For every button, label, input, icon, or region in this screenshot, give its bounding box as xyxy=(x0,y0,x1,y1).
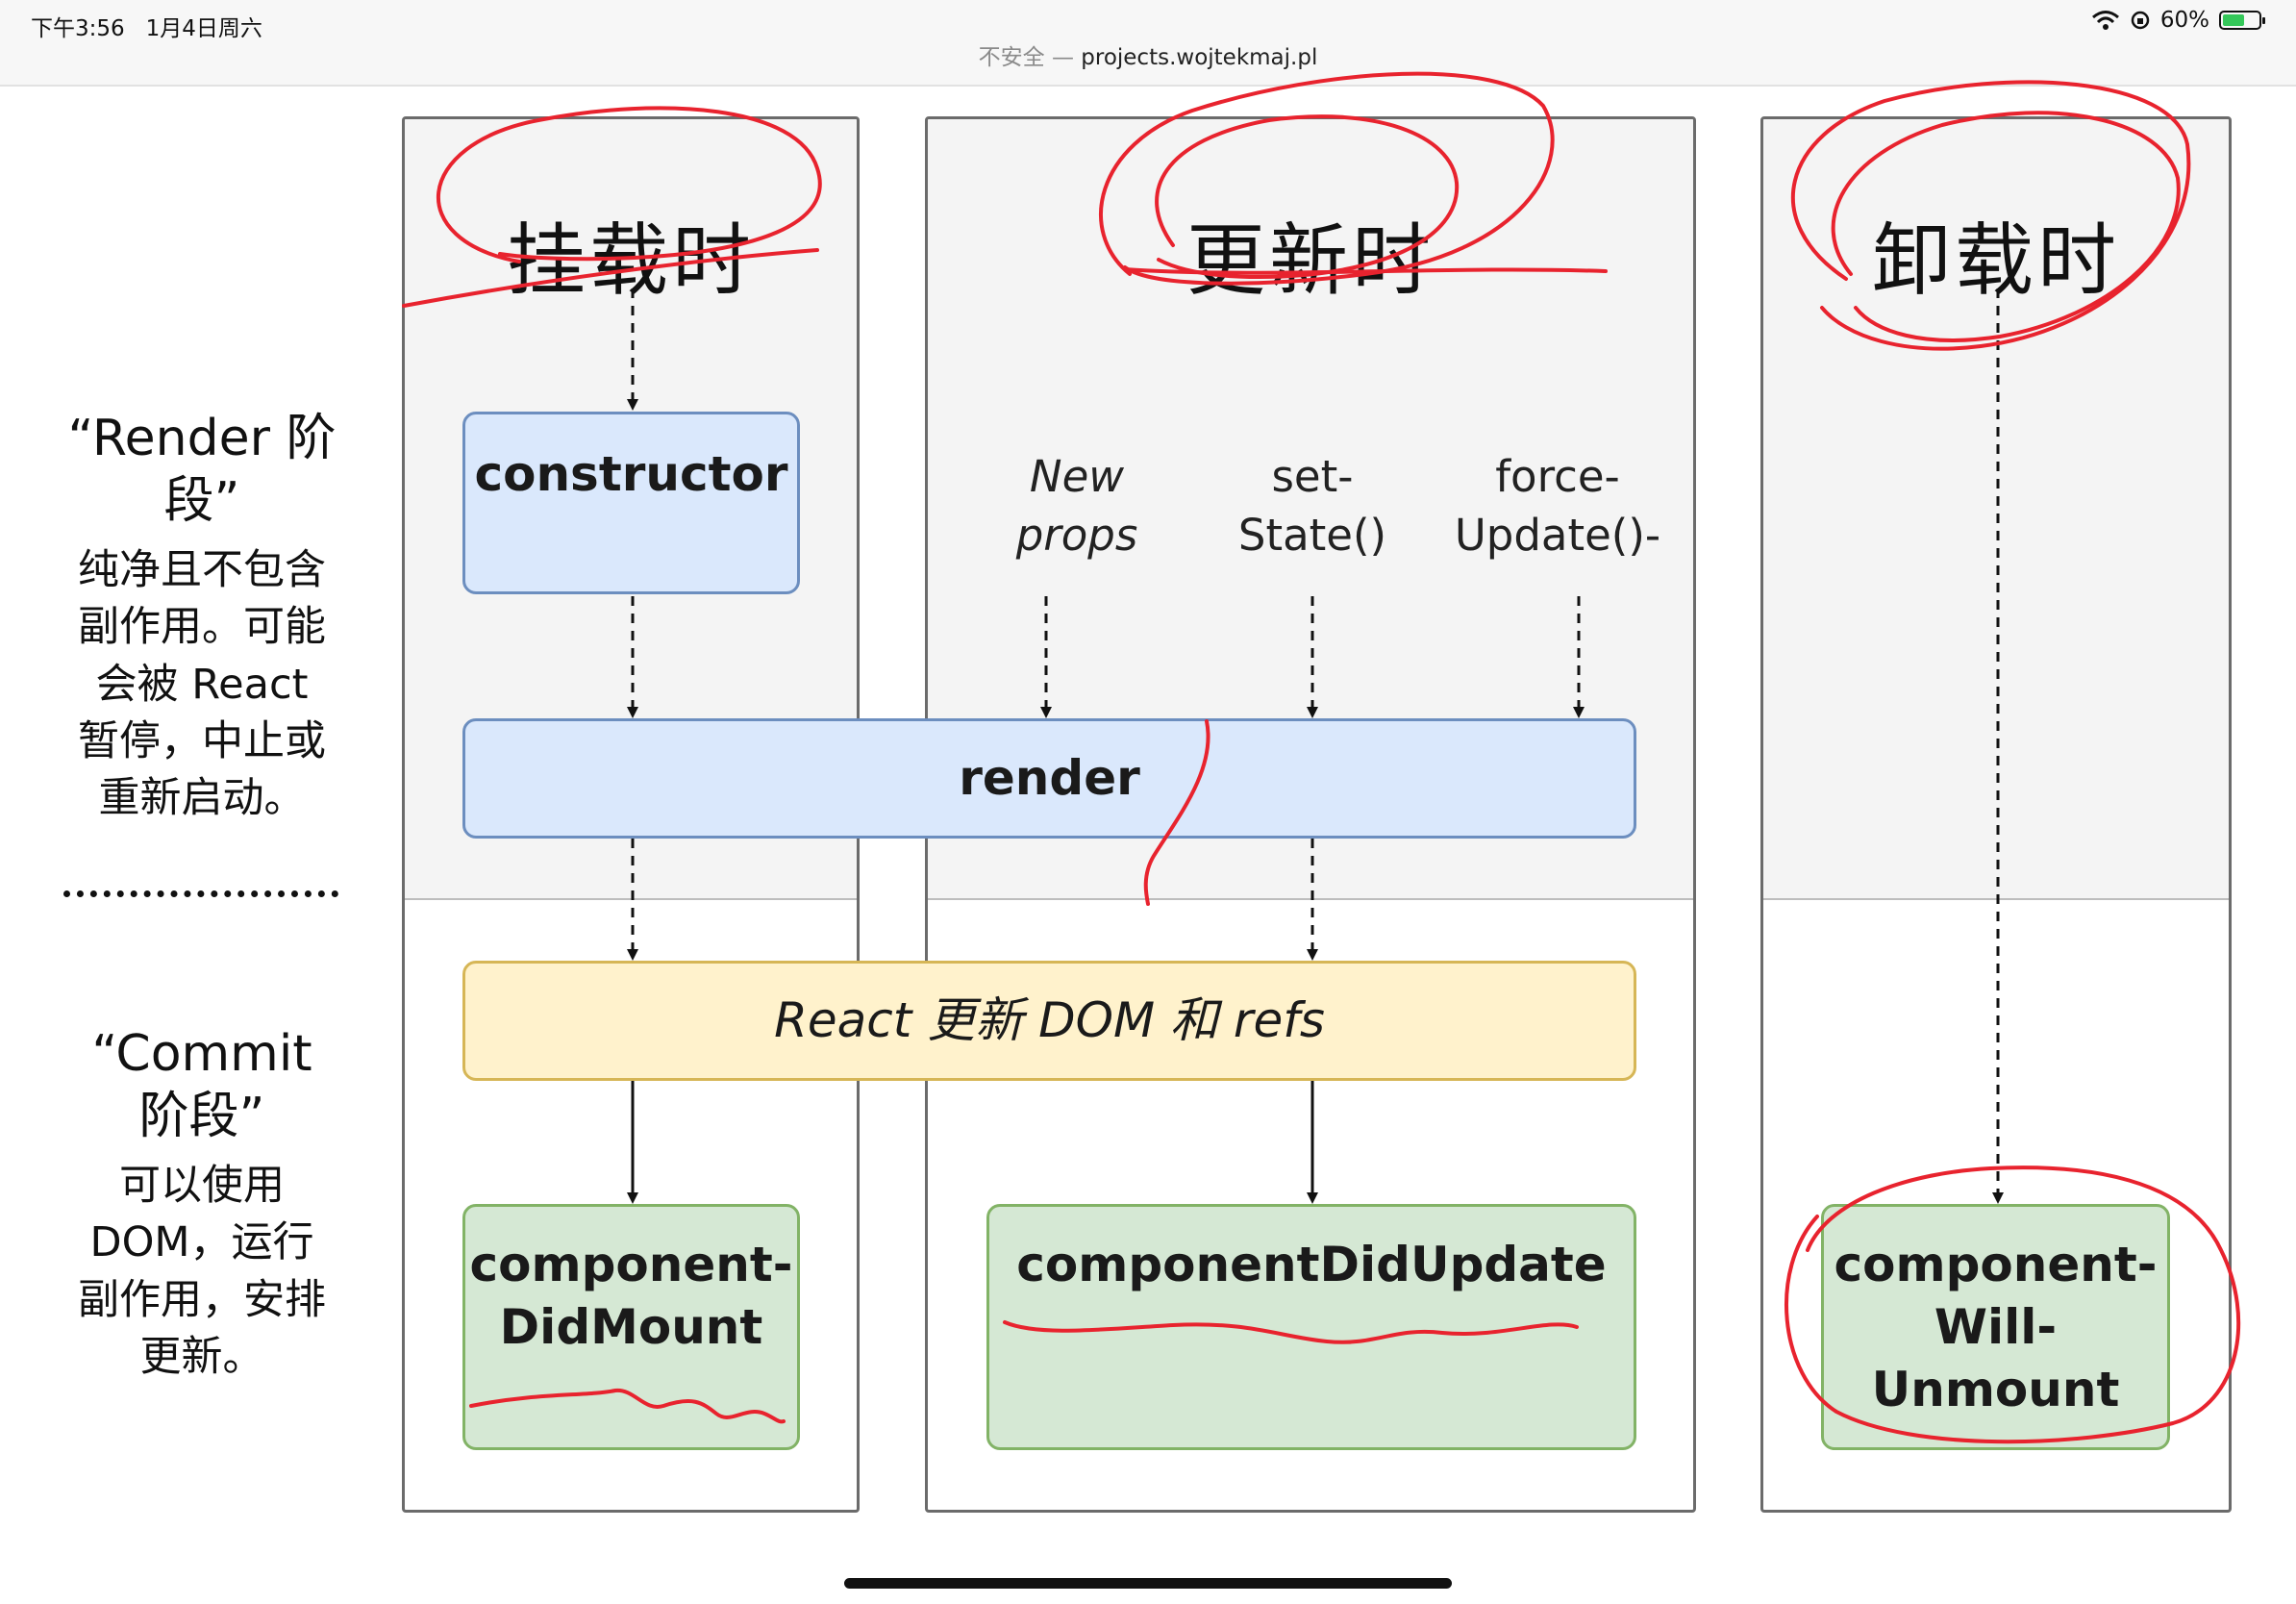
clock-time: 下午3:56 xyxy=(31,16,125,41)
phase-commit-desc-line1: 可以使用 xyxy=(119,1162,285,1210)
node-constructor: constructor xyxy=(462,412,800,594)
node-react-updates-dom-label: React 更新 DOM 和 refs xyxy=(774,992,1325,1048)
column-title-unmount: 卸载时 xyxy=(1871,215,2120,307)
node-constructor-label: constructor xyxy=(474,446,788,502)
trigger-set-state-line1: set- xyxy=(1271,451,1354,502)
phase-commit-desc-line2: DOM，运行 xyxy=(89,1218,314,1267)
node-did-mount-line1: component- xyxy=(469,1237,793,1292)
node-did-mount-line2: DidMount xyxy=(499,1299,763,1355)
phase-render-description: 纯净且不包含 副作用。可能 会被 React 暂停，中止或 重新启动。 xyxy=(38,542,365,828)
home-indicator[interactable] xyxy=(844,1578,1452,1589)
url-text: projects.wojtekmaj.pl xyxy=(1081,45,1318,70)
trigger-force-update-line1: force- xyxy=(1495,451,1620,502)
phase-commit-heading-line1: “Commit xyxy=(91,1025,312,1083)
phase-render-heading-line2: 段” xyxy=(163,472,240,530)
trigger-new-props-line1: New xyxy=(1029,451,1125,502)
node-component-did-mount: component- DidMount xyxy=(462,1204,800,1450)
column-title-update: 更新时 xyxy=(1185,215,1435,307)
trigger-force-update: force- Update()- xyxy=(1442,448,1673,565)
phase-render-desc-line2: 副作用。可能 xyxy=(78,603,326,652)
node-react-updates-dom: React 更新 DOM 和 refs xyxy=(462,961,1636,1081)
phase-render-heading-line1: “Render 阶 xyxy=(67,410,337,467)
trigger-force-update-line2: Update()- xyxy=(1454,509,1661,561)
node-component-did-update: componentDidUpdate xyxy=(986,1204,1636,1450)
phase-render-desc-line3: 会被 React xyxy=(95,660,309,709)
column-title-mount: 挂载时 xyxy=(506,215,755,307)
security-label: 不安全 — xyxy=(978,45,1074,70)
address-bar[interactable]: 不安全 — projects.wojtekmaj.pl xyxy=(0,38,2296,71)
node-render-label: render xyxy=(959,750,1140,806)
phase-divider xyxy=(63,890,338,897)
node-will-unmount-line1: component- xyxy=(1834,1237,2158,1292)
trigger-set-state-line2: State() xyxy=(1237,509,1387,561)
node-component-will-unmount: component- Will- Unmount xyxy=(1821,1204,2170,1450)
status-time: 下午3:56 1月4日周六 xyxy=(31,10,262,42)
phase-commit-desc-line3: 副作用，安排 xyxy=(78,1275,326,1324)
phase-commit-heading-line2: 阶段” xyxy=(138,1088,265,1145)
status-bar: 下午3:56 1月4日周六 不安全 — projects.wojtekmaj.p… xyxy=(0,0,2296,87)
battery-fill xyxy=(2223,14,2244,26)
clock-date: 1月4日周六 xyxy=(145,16,262,41)
react-lifecycle-diagram: 挂载时 更新时 卸载时 New props set- State() force… xyxy=(0,85,2296,1604)
phase-commit-heading: “Commit 阶段” xyxy=(38,1023,365,1148)
trigger-set-state: set- State() xyxy=(1207,448,1418,565)
trigger-new-props: New props xyxy=(971,448,1183,565)
node-will-unmount-line3: Unmount xyxy=(1871,1362,2120,1417)
phase-commit-description: 可以使用 DOM，运行 副作用，安排 更新。 xyxy=(38,1158,365,1386)
phase-label-render: “Render 阶 段” 纯净且不包含 副作用。可能 会被 React 暂停，中… xyxy=(38,408,365,828)
phase-render-desc-line4: 暂停，中止或 xyxy=(78,716,326,765)
phase-commit-desc-line4: 更新。 xyxy=(139,1332,264,1381)
battery-icon xyxy=(2219,11,2265,30)
phase-render-desc-line1: 纯净且不包含 xyxy=(78,546,326,594)
node-did-update-label: componentDidUpdate xyxy=(1016,1237,1607,1292)
node-will-unmount-line2: Will- xyxy=(1934,1299,2058,1355)
phase-render-desc-line5: 重新启动。 xyxy=(98,774,306,823)
trigger-new-props-line2: props xyxy=(1015,509,1138,561)
status-indicators: 60% xyxy=(2091,8,2265,33)
wifi-icon xyxy=(2091,11,2119,30)
battery-percent: 60% xyxy=(2159,8,2209,33)
phase-label-commit: “Commit 阶段” 可以使用 DOM，运行 副作用，安排 更新。 xyxy=(38,1023,365,1386)
phase-render-heading: “Render 阶 段” xyxy=(38,408,365,533)
orientation-lock-icon xyxy=(2131,11,2150,30)
node-render: render xyxy=(462,718,1636,839)
